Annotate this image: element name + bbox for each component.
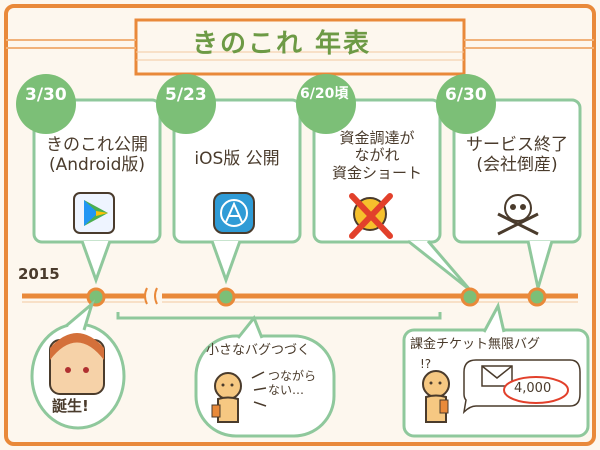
timeline-dot-4 [527,287,547,307]
year-label: 2015 [18,265,60,283]
event-text-2: iOS版 公開 [194,149,280,169]
timeline-dot-3 [460,287,480,307]
worried-person-icon [211,372,242,423]
event-date-1: 3/30 [25,85,67,105]
bugs-note [194,315,336,438]
page-title: きのこれ 年表 [192,29,372,59]
billing-bug-note: !? [402,301,590,438]
google-play-icon [73,192,115,234]
event-card-1 [16,74,162,285]
title-banner [6,18,594,76]
event-text-4: サービス終了 (会社倒産) [466,135,568,175]
bug-period-bracket [116,312,442,320]
event-date-4: 6/30 [445,85,487,105]
birth-label: 誕生! [52,397,89,415]
timeline-dot-1 [86,287,106,307]
event-card-3 [296,74,472,292]
mail-envelope-icon [481,365,513,387]
bugs-speech: つながら ない… [268,369,317,397]
billing-title: 課金チケット無限バグ [410,337,541,352]
svg-text:!?: !? [420,357,431,371]
event-text-3: 資金調達が ながれ 資金ショート [331,129,422,182]
bugs-title: 小さなバグつづく [206,343,311,358]
birth-note [30,299,126,430]
event-date-2: 5/23 [165,85,207,105]
app-store-icon [213,192,255,234]
timeline-dot-2 [216,287,236,307]
event-date-3: 6/20頃 [300,86,349,102]
event-card-2 [156,74,302,285]
mail-count: 4,000 [514,381,552,396]
person-with-phone-icon: !? [420,357,450,423]
crossed-coin-icon [349,193,393,239]
outer-frame [4,4,596,446]
timeline-axis [22,287,578,307]
skull-crossbones-icon [497,194,539,236]
mail-count-badge [503,376,569,404]
event-text-1: きのこれ公開 (Android版) [46,135,148,175]
event-card-4 [436,74,582,289]
